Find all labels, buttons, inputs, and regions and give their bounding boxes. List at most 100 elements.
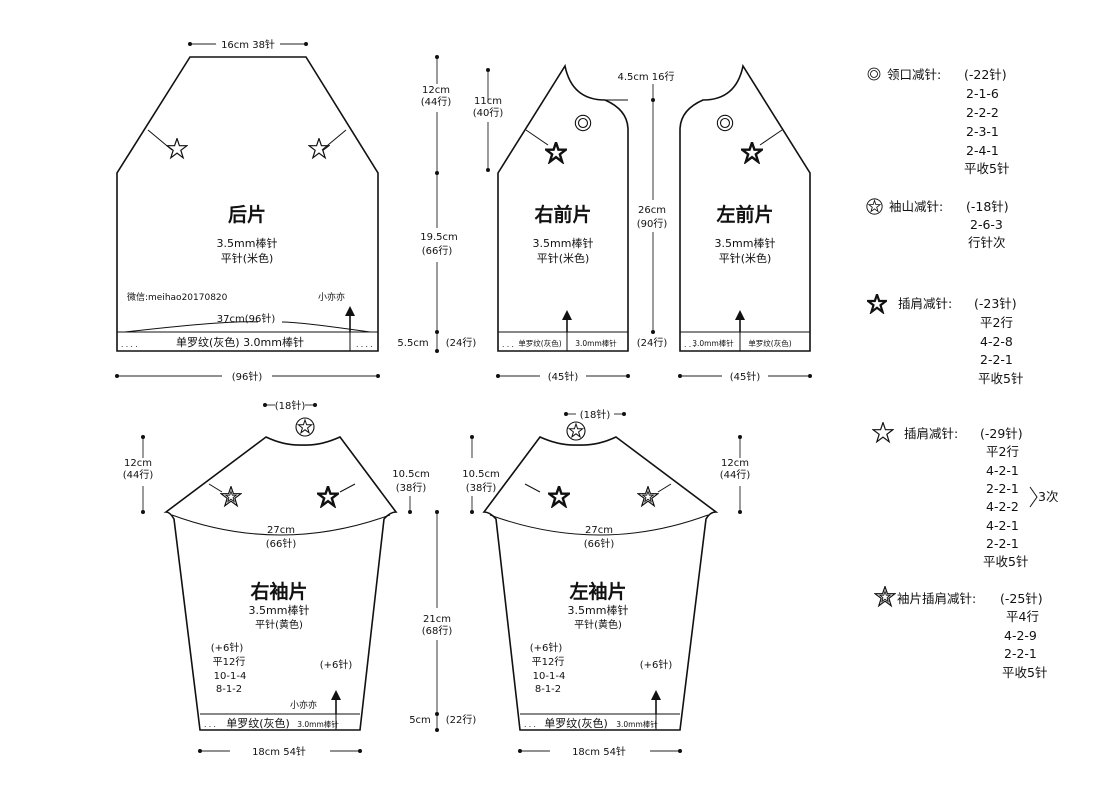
legend-row: 平4行	[1006, 609, 1039, 624]
right-front-rib-needle: 3.0mm棒针	[575, 338, 617, 348]
sleeve-length: 21cm	[423, 614, 451, 625]
body-height: 19.5cm	[420, 232, 458, 243]
right-sleeve-raglan: 10.5cm	[392, 469, 430, 480]
outline-star-icon	[872, 422, 894, 443]
double-circle-icon	[716, 114, 734, 132]
neck-width: 4.5cm 16行	[617, 70, 674, 83]
back-bottom-count: (96针)	[232, 370, 263, 383]
shoulder-rows: (44行)	[421, 95, 452, 108]
legend-label: 袖山减针:	[889, 199, 943, 214]
legend-row: 2-2-1	[980, 352, 1013, 367]
double-star-icon	[874, 586, 896, 607]
bold-star-icon	[867, 294, 887, 314]
legend-total: (-22针)	[964, 67, 1007, 82]
right-sleeve-piece	[141, 403, 412, 753]
back-piece: . . . . . . . .	[116, 56, 379, 352]
legend-repeat: 3次	[1038, 489, 1058, 504]
left-sleeve-rib-needle: 3.0mm棒针	[616, 719, 658, 729]
svg-text:. . .: . . .	[204, 720, 216, 729]
neck-rows: (40行)	[473, 106, 504, 119]
left-sleeve-title: 左袖片	[569, 580, 626, 603]
star-icon	[166, 138, 188, 159]
legend-row: 行针次	[968, 235, 1006, 250]
right-front-needle: 3.5mm棒针	[533, 236, 594, 250]
right-sleeve-rib: 单罗纹(灰色)	[226, 716, 290, 730]
svg-text:. . . .: . . . .	[356, 340, 373, 349]
body-rows: (66行)	[422, 244, 453, 257]
left-sleeve-inc-right: (+6针)	[640, 658, 673, 671]
circled-star-icon	[866, 198, 883, 215]
legend-row: 2-1-6	[966, 86, 999, 101]
back-stitch: 平针(米色)	[221, 251, 274, 265]
circled-star-icon	[566, 421, 586, 441]
legend	[866, 67, 1038, 607]
sleeve-rows: (68行)	[422, 624, 453, 637]
left-sleeve-needle: 3.5mm棒针	[568, 603, 629, 617]
right-sleeve-top-count: (18针)	[275, 399, 306, 412]
left-sleeve-inc: (+6针)	[530, 641, 563, 654]
arrow-up-icon	[651, 690, 661, 700]
front-rib-rows: (24行)	[637, 336, 668, 349]
svg-text:. . .: . . .	[502, 340, 514, 349]
double-star-icon	[220, 486, 242, 507]
shoulder-height: 12cm	[422, 85, 450, 96]
svg-text:. . .: . . .	[524, 720, 536, 729]
legend-total: (-29针)	[980, 426, 1023, 441]
legend-row: 平收5针	[1002, 665, 1047, 680]
double-circle-icon	[867, 67, 881, 81]
right-sleeve-inc-row: 10-1-4	[214, 671, 247, 682]
right-front-rib: 单罗纹(灰色)	[518, 338, 561, 348]
left-sleeve-raglan-rows: (38行)	[466, 481, 497, 494]
arrow-up-icon	[562, 310, 572, 320]
left-sleeve-stitch: 平针(黄色)	[574, 618, 622, 631]
legend-row: 2-2-1	[986, 481, 1019, 496]
back-width: 37cm(96针)	[217, 312, 276, 325]
arrow-up-icon	[345, 306, 355, 316]
left-sleeve-bottom: 18cm 54针	[572, 745, 626, 758]
legend-row: 平2行	[980, 315, 1013, 330]
legend-row: 2-2-1	[986, 536, 1019, 551]
sleeve-rib-rows: (22行)	[446, 713, 477, 726]
legend-row: 4-2-1	[986, 518, 1019, 533]
right-sleeve-inc: (+6针)	[211, 641, 244, 654]
right-front-bottom-count: (45针)	[548, 370, 579, 383]
right-sleeve-inc-right: (+6针)	[320, 658, 353, 671]
front-body-rows: (90行)	[637, 217, 668, 230]
left-sleeve-inc-row: 平12行	[532, 655, 565, 668]
left-sleeve-inc-row: 10-1-4	[533, 671, 566, 682]
svg-text:. . . .: . . . .	[121, 340, 138, 349]
right-front-stitch: 平针(米色)	[537, 251, 590, 265]
bold-star-icon	[317, 486, 339, 508]
left-front-rib-needle: 3.0mm棒针	[692, 338, 734, 348]
right-sleeve-cap-height: 12cm	[124, 458, 152, 469]
legend-row: 2-2-1	[1004, 646, 1037, 661]
left-sleeve-width: 27cm	[585, 525, 613, 536]
legend-row: 4-2-2	[986, 499, 1019, 514]
rib-rows: (24行)	[446, 336, 477, 349]
legend-row: 4-2-8	[980, 334, 1013, 349]
right-front-title: 右前片	[533, 203, 591, 226]
left-front-stitch: 平针(米色)	[719, 251, 772, 265]
sleeve-rib-height: 5cm	[409, 715, 431, 726]
right-sleeve-width-count: (66针)	[266, 537, 297, 550]
legend-row: 2-4-1	[966, 143, 999, 158]
legend-row: 4-2-1	[986, 463, 1019, 478]
right-sleeve-inc-row: 平12行	[213, 655, 246, 668]
legend-total: (-18针)	[966, 199, 1009, 214]
right-front-piece	[486, 63, 629, 352]
legend-row: 平收5针	[964, 161, 1009, 176]
neck-depth: 11cm	[474, 96, 502, 107]
left-sleeve-top-count: (18针)	[580, 408, 611, 421]
right-sleeve-raglan-rows: (38行)	[396, 481, 427, 494]
legend-label: 插肩减针:	[898, 296, 952, 311]
bold-star-icon	[741, 142, 763, 164]
arrow-up-icon	[735, 310, 745, 320]
star-icon	[308, 138, 330, 159]
svg-text:. . .: . . .	[684, 340, 696, 349]
circled-star-icon	[295, 417, 315, 437]
legend-total: (-25针)	[1000, 591, 1043, 606]
front-body-length: 26cm	[638, 205, 666, 216]
arrow-up-icon	[331, 690, 341, 700]
left-front-rib: 单罗纹(灰色)	[748, 338, 791, 348]
